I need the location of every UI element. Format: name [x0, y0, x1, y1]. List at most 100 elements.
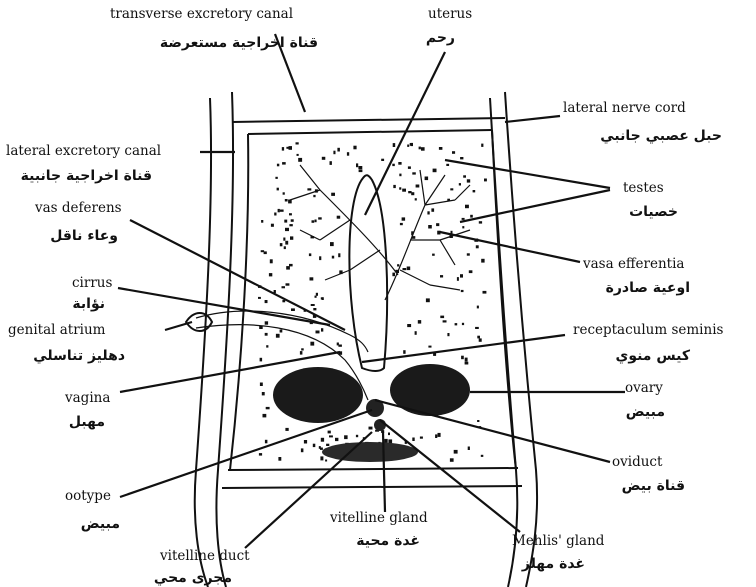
testis-dot	[265, 440, 268, 444]
svg-text:vitelline gland: vitelline gland	[329, 510, 428, 526]
label-transverse-canal: transverse excretory canal قناة اخراجية …	[110, 6, 318, 51]
testis-dot	[443, 320, 447, 322]
testis-dot	[463, 175, 466, 177]
label-vas-deferens: vas deferens وعاء ناقل	[34, 200, 122, 244]
testis-dot	[291, 308, 295, 311]
testis-dot	[284, 220, 287, 223]
testis-dot	[467, 179, 470, 182]
testis-dot	[457, 277, 459, 281]
label-genital-atrium: genital atrium دهليز تناسلي	[8, 322, 125, 364]
testis-dot	[330, 242, 334, 246]
testis-dot	[450, 188, 453, 190]
svg-text:حبل عصبي جانبي: حبل عصبي جانبي	[600, 128, 722, 144]
testis-dot	[412, 172, 416, 174]
testis-dot	[285, 228, 289, 231]
svg-text:genital atrium: genital atrium	[8, 322, 106, 338]
label-vitelline-gland: vitelline gland غدة محية	[329, 510, 428, 549]
testis-dot	[455, 323, 458, 325]
testis-dot	[477, 420, 479, 422]
testis-dot	[311, 304, 315, 306]
testis-dot	[398, 162, 401, 165]
svg-text:مهبل: مهبل	[69, 414, 105, 430]
svg-text:vitelline duct: vitelline duct	[159, 548, 250, 564]
testis-dot	[301, 348, 304, 350]
testis-dot	[321, 438, 324, 442]
testis-dot	[381, 159, 384, 161]
label-ovary: ovary مبيض	[625, 380, 665, 420]
testis-dot	[402, 217, 406, 220]
testis-dot	[330, 161, 332, 165]
testis-dot	[454, 450, 458, 454]
testis-dot	[397, 264, 399, 266]
testis-dot	[338, 345, 342, 347]
testis-dot	[484, 179, 487, 182]
testis-dot	[446, 164, 449, 166]
testis-dot	[451, 231, 453, 234]
testis-dot	[481, 259, 484, 263]
label-uterus: uterus رحم	[426, 6, 472, 46]
testis-dot	[274, 213, 276, 216]
svg-text:اوعية صادرة: اوعية صادرة	[606, 280, 690, 296]
svg-text:دهليز تناسلي: دهليز تناسلي	[33, 348, 125, 364]
testis-dot	[319, 256, 321, 260]
testis-dot	[280, 243, 283, 246]
svg-text:uterus: uterus	[428, 6, 472, 22]
testis-dot	[407, 324, 411, 327]
testis-dot	[461, 290, 464, 292]
mehlis-gland-shape	[366, 399, 386, 431]
testis-dot	[258, 297, 261, 299]
svg-text:oviduct: oviduct	[612, 454, 663, 470]
testis-dot	[338, 253, 340, 257]
testis-dot	[316, 331, 320, 334]
testis-dot	[259, 453, 262, 456]
svg-text:vasa efferentia: vasa efferentia	[582, 256, 684, 272]
svg-text:كيس منوي: كيس منوي	[615, 348, 690, 365]
svg-text:receptaculum seminis: receptaculum seminis	[573, 322, 724, 338]
testis-dot	[261, 250, 264, 252]
testis-dot	[465, 358, 468, 362]
testis-dot	[465, 362, 469, 365]
svg-text:vas deferens: vas deferens	[34, 200, 122, 216]
testis-dot	[402, 189, 406, 192]
testis-dot	[358, 166, 362, 169]
testis-dot	[473, 190, 476, 192]
svg-text:قناة اخراجية مستعرضة: قناة اخراجية مستعرضة	[160, 35, 318, 51]
testis-dot	[333, 151, 335, 155]
testis-dot	[393, 143, 396, 147]
testis-dot	[425, 177, 429, 181]
testis-dot	[280, 330, 283, 333]
testis-dot	[270, 259, 273, 263]
testis-dot	[479, 221, 482, 223]
testis-dot	[277, 188, 279, 191]
vitelline-gland-shape	[322, 442, 418, 462]
testis-dot	[481, 144, 483, 147]
testis-dot	[438, 433, 441, 437]
testis-dot	[369, 427, 373, 430]
testis-dot	[432, 254, 435, 256]
svg-text:cirrus: cirrus	[72, 275, 112, 291]
testis-dot	[283, 238, 285, 241]
testis-dot	[418, 320, 421, 324]
label-vasa-efferentia: vasa efferentia اوعية صادرة	[582, 256, 690, 296]
testis-dot	[321, 297, 324, 299]
testis-dot	[298, 158, 302, 162]
testis-dot	[477, 336, 480, 339]
testis-dot	[400, 223, 403, 225]
uterus-shape	[349, 175, 387, 371]
testis-dot	[284, 246, 286, 249]
testis-dot	[332, 256, 334, 259]
svg-text:ootype: ootype	[65, 488, 111, 504]
testis-dot	[285, 241, 288, 245]
label-ootype: ootype مبيض	[65, 488, 120, 532]
testis-dot	[310, 277, 314, 280]
testis-dot	[392, 273, 395, 277]
testis-dot	[465, 205, 469, 209]
testis-dot	[407, 145, 409, 147]
testis-dot	[260, 383, 263, 387]
testis-dot	[388, 439, 392, 443]
svg-text:مبيض: مبيض	[81, 516, 120, 532]
testis-dot	[265, 321, 268, 324]
testis-dot	[291, 219, 294, 222]
testis-dot	[307, 188, 311, 190]
